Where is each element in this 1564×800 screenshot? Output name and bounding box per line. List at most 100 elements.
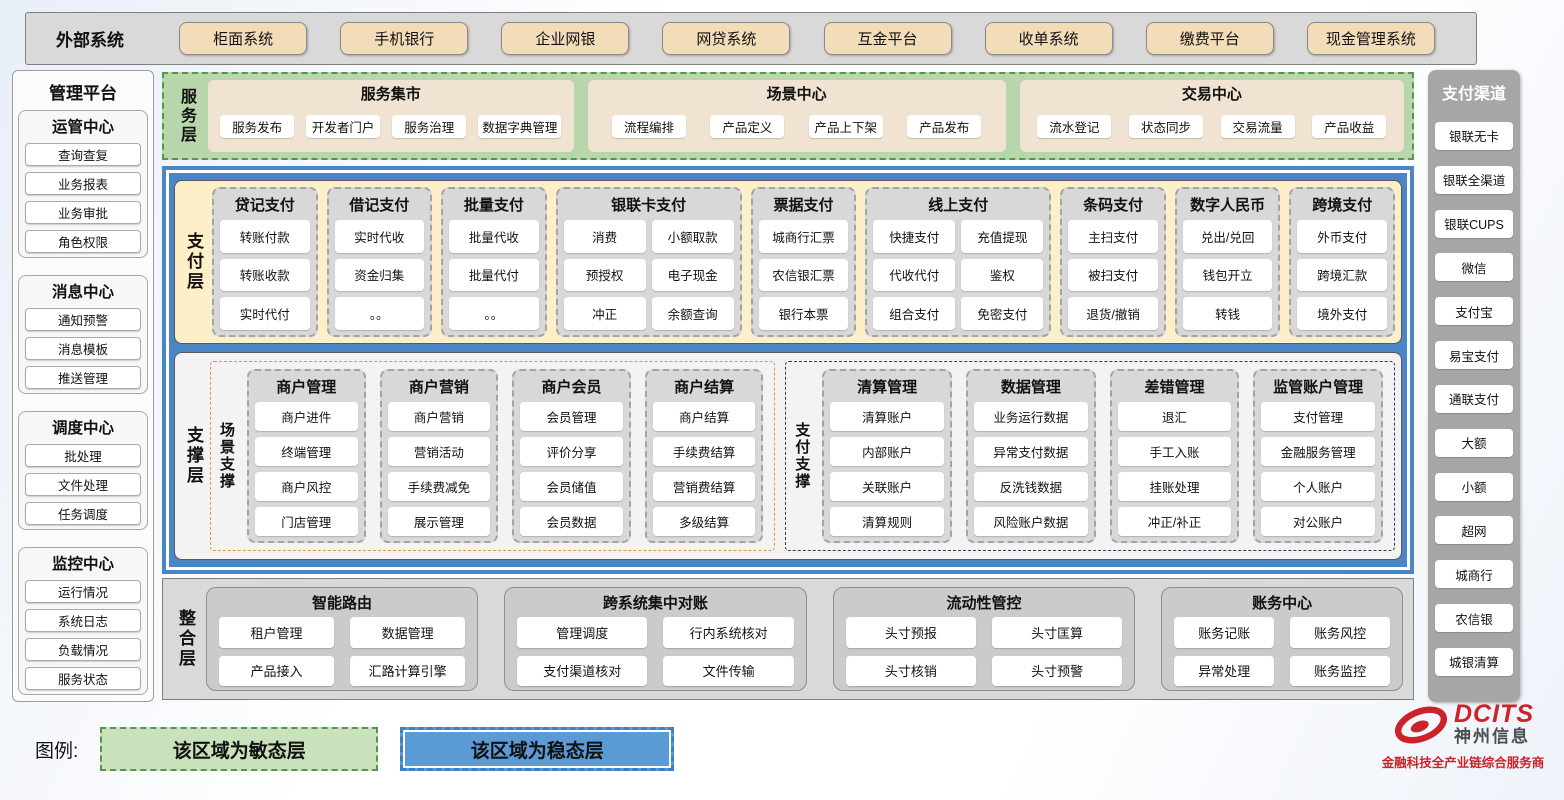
support-item-button[interactable]: 商户结算 bbox=[652, 402, 756, 431]
support-item-button[interactable]: 清算账户 bbox=[830, 402, 945, 431]
support-item-button[interactable]: 终端管理 bbox=[255, 437, 358, 466]
payment-item-button[interactable]: 余额查询 bbox=[651, 297, 734, 330]
payment-item-button[interactable]: 外币支付 bbox=[1297, 220, 1387, 253]
external-system-button[interactable]: 收单系统 bbox=[984, 22, 1113, 55]
external-system-button[interactable]: 柜面系统 bbox=[179, 22, 308, 55]
payment-item-button[interactable]: 退货/撤销 bbox=[1068, 297, 1158, 330]
management-item-button[interactable]: 批处理 bbox=[25, 444, 141, 467]
payment-item-button[interactable]: 。。 bbox=[449, 297, 539, 330]
support-item-button[interactable]: 展示管理 bbox=[387, 507, 491, 536]
management-item-button[interactable]: 业务审批 bbox=[25, 201, 141, 224]
support-item-button[interactable]: 会员管理 bbox=[520, 402, 623, 431]
external-system-button[interactable]: 手机银行 bbox=[340, 22, 469, 55]
integration-item-button[interactable]: 行内系统核对 bbox=[663, 617, 794, 648]
support-item-button[interactable]: 会员数据 bbox=[520, 507, 623, 536]
support-item-button[interactable]: 个人账户 bbox=[1261, 472, 1375, 501]
payment-item-button[interactable]: 钱包开立 bbox=[1182, 258, 1273, 292]
management-item-button[interactable]: 推送管理 bbox=[25, 366, 141, 389]
payment-item-button[interactable]: 资金归集 bbox=[334, 258, 425, 292]
management-item-button[interactable]: 任务调度 bbox=[25, 502, 141, 525]
service-item-button[interactable]: 流水登记 bbox=[1037, 115, 1112, 138]
management-item-button[interactable]: 文件处理 bbox=[25, 473, 141, 496]
integration-item-button[interactable]: 文件传输 bbox=[663, 655, 794, 686]
external-system-button[interactable]: 现金管理系统 bbox=[1306, 22, 1435, 55]
payment-channel-button[interactable]: 银联全渠道 bbox=[1435, 165, 1513, 194]
payment-channel-button[interactable]: 大额 bbox=[1435, 428, 1513, 457]
payment-item-button[interactable]: 被扫支付 bbox=[1068, 258, 1158, 292]
payment-item-button[interactable]: 充值提现 bbox=[961, 220, 1044, 253]
payment-channel-button[interactable]: 微信 bbox=[1435, 253, 1513, 282]
service-item-button[interactable]: 产品上下架 bbox=[808, 115, 883, 138]
payment-item-button[interactable]: 主扫支付 bbox=[1068, 220, 1158, 253]
payment-channel-button[interactable]: 超网 bbox=[1435, 516, 1513, 545]
integration-item-button[interactable]: 账务监控 bbox=[1290, 655, 1390, 686]
management-item-button[interactable]: 通知预警 bbox=[25, 308, 141, 331]
service-item-button[interactable]: 流程编排 bbox=[611, 115, 686, 138]
support-item-button[interactable]: 冲正/补正 bbox=[1117, 507, 1232, 536]
payment-item-button[interactable]: 城商行汇票 bbox=[758, 220, 849, 253]
payment-channel-button[interactable]: 城商行 bbox=[1435, 560, 1513, 589]
payment-item-button[interactable]: 快捷支付 bbox=[873, 220, 956, 253]
payment-item-button[interactable]: 免密支付 bbox=[961, 297, 1044, 330]
integration-item-button[interactable]: 租户管理 bbox=[219, 617, 335, 648]
payment-item-button[interactable]: 。。 bbox=[334, 297, 425, 330]
service-item-button[interactable]: 开发者门户 bbox=[306, 115, 381, 138]
support-item-button[interactable]: 反洗钱数据 bbox=[974, 472, 1088, 501]
management-item-button[interactable]: 服务状态 bbox=[25, 667, 141, 690]
support-item-button[interactable]: 会员储值 bbox=[520, 472, 623, 501]
integration-item-button[interactable]: 管理调度 bbox=[517, 617, 648, 648]
support-item-button[interactable]: 营销活动 bbox=[387, 437, 491, 466]
payment-item-button[interactable]: 组合支付 bbox=[873, 297, 956, 330]
service-item-button[interactable]: 服务发布 bbox=[220, 115, 295, 138]
management-item-button[interactable]: 角色权限 bbox=[25, 230, 141, 253]
payment-item-button[interactable]: 电子现金 bbox=[651, 258, 734, 292]
payment-item-button[interactable]: 境外支付 bbox=[1297, 297, 1387, 330]
payment-item-button[interactable]: 实时代收 bbox=[334, 220, 425, 253]
integration-item-button[interactable]: 头寸匡算 bbox=[992, 617, 1123, 648]
payment-item-button[interactable]: 批量代收 bbox=[449, 220, 539, 253]
payment-channel-button[interactable]: 支付宝 bbox=[1435, 297, 1513, 326]
payment-item-button[interactable]: 预授权 bbox=[563, 258, 646, 292]
management-item-button[interactable]: 运行情况 bbox=[25, 580, 141, 603]
support-item-button[interactable]: 风险账户数据 bbox=[974, 507, 1088, 536]
payment-item-button[interactable]: 冲正 bbox=[563, 297, 646, 330]
payment-item-button[interactable]: 银行本票 bbox=[758, 297, 849, 330]
integration-item-button[interactable]: 头寸预警 bbox=[992, 655, 1123, 686]
service-item-button[interactable]: 产品发布 bbox=[907, 115, 982, 138]
support-item-button[interactable]: 清算规则 bbox=[830, 507, 945, 536]
support-item-button[interactable]: 内部账户 bbox=[830, 437, 945, 466]
payment-channel-button[interactable]: 小额 bbox=[1435, 472, 1513, 501]
support-item-button[interactable]: 多级结算 bbox=[652, 507, 756, 536]
external-system-button[interactable]: 企业网银 bbox=[501, 22, 630, 55]
payment-channel-button[interactable]: 易宝支付 bbox=[1435, 341, 1513, 370]
payment-item-button[interactable]: 兑出/兑回 bbox=[1182, 220, 1273, 253]
external-system-button[interactable]: 互金平台 bbox=[823, 22, 952, 55]
payment-item-button[interactable]: 鉴权 bbox=[961, 258, 1044, 292]
support-item-button[interactable]: 挂账处理 bbox=[1117, 472, 1232, 501]
service-item-button[interactable]: 数据字典管理 bbox=[478, 115, 562, 138]
integration-item-button[interactable]: 支付渠道核对 bbox=[517, 655, 648, 686]
support-item-button[interactable]: 对公账户 bbox=[1261, 507, 1375, 536]
support-item-button[interactable]: 营销费结算 bbox=[652, 472, 756, 501]
service-item-button[interactable]: 产品收益 bbox=[1312, 115, 1387, 138]
payment-item-button[interactable]: 消费 bbox=[563, 220, 646, 253]
support-item-button[interactable]: 商户营销 bbox=[387, 402, 491, 431]
integration-item-button[interactable]: 账务记账 bbox=[1174, 617, 1275, 648]
integration-item-button[interactable]: 头寸预报 bbox=[845, 617, 977, 648]
support-item-button[interactable]: 门店管理 bbox=[255, 507, 358, 536]
payment-item-button[interactable]: 批量代付 bbox=[449, 258, 539, 292]
payment-item-button[interactable]: 转账收款 bbox=[220, 258, 310, 292]
external-system-button[interactable]: 缴费平台 bbox=[1145, 22, 1274, 55]
payment-channel-button[interactable]: 农信银 bbox=[1435, 604, 1513, 633]
payment-item-button[interactable]: 转钱 bbox=[1182, 297, 1273, 330]
payment-channel-button[interactable]: 银联CUPS bbox=[1435, 209, 1513, 238]
integration-item-button[interactable]: 数据管理 bbox=[350, 617, 466, 648]
payment-item-button[interactable]: 农信银汇票 bbox=[758, 258, 849, 292]
support-item-button[interactable]: 退汇 bbox=[1117, 402, 1232, 431]
support-item-button[interactable]: 手续费结算 bbox=[652, 437, 756, 466]
support-item-button[interactable]: 金融服务管理 bbox=[1261, 437, 1375, 466]
service-item-button[interactable]: 服务治理 bbox=[392, 115, 467, 138]
support-item-button[interactable]: 异常支付数据 bbox=[974, 437, 1088, 466]
support-item-button[interactable]: 商户风控 bbox=[255, 472, 358, 501]
service-item-button[interactable]: 状态同步 bbox=[1128, 115, 1203, 138]
